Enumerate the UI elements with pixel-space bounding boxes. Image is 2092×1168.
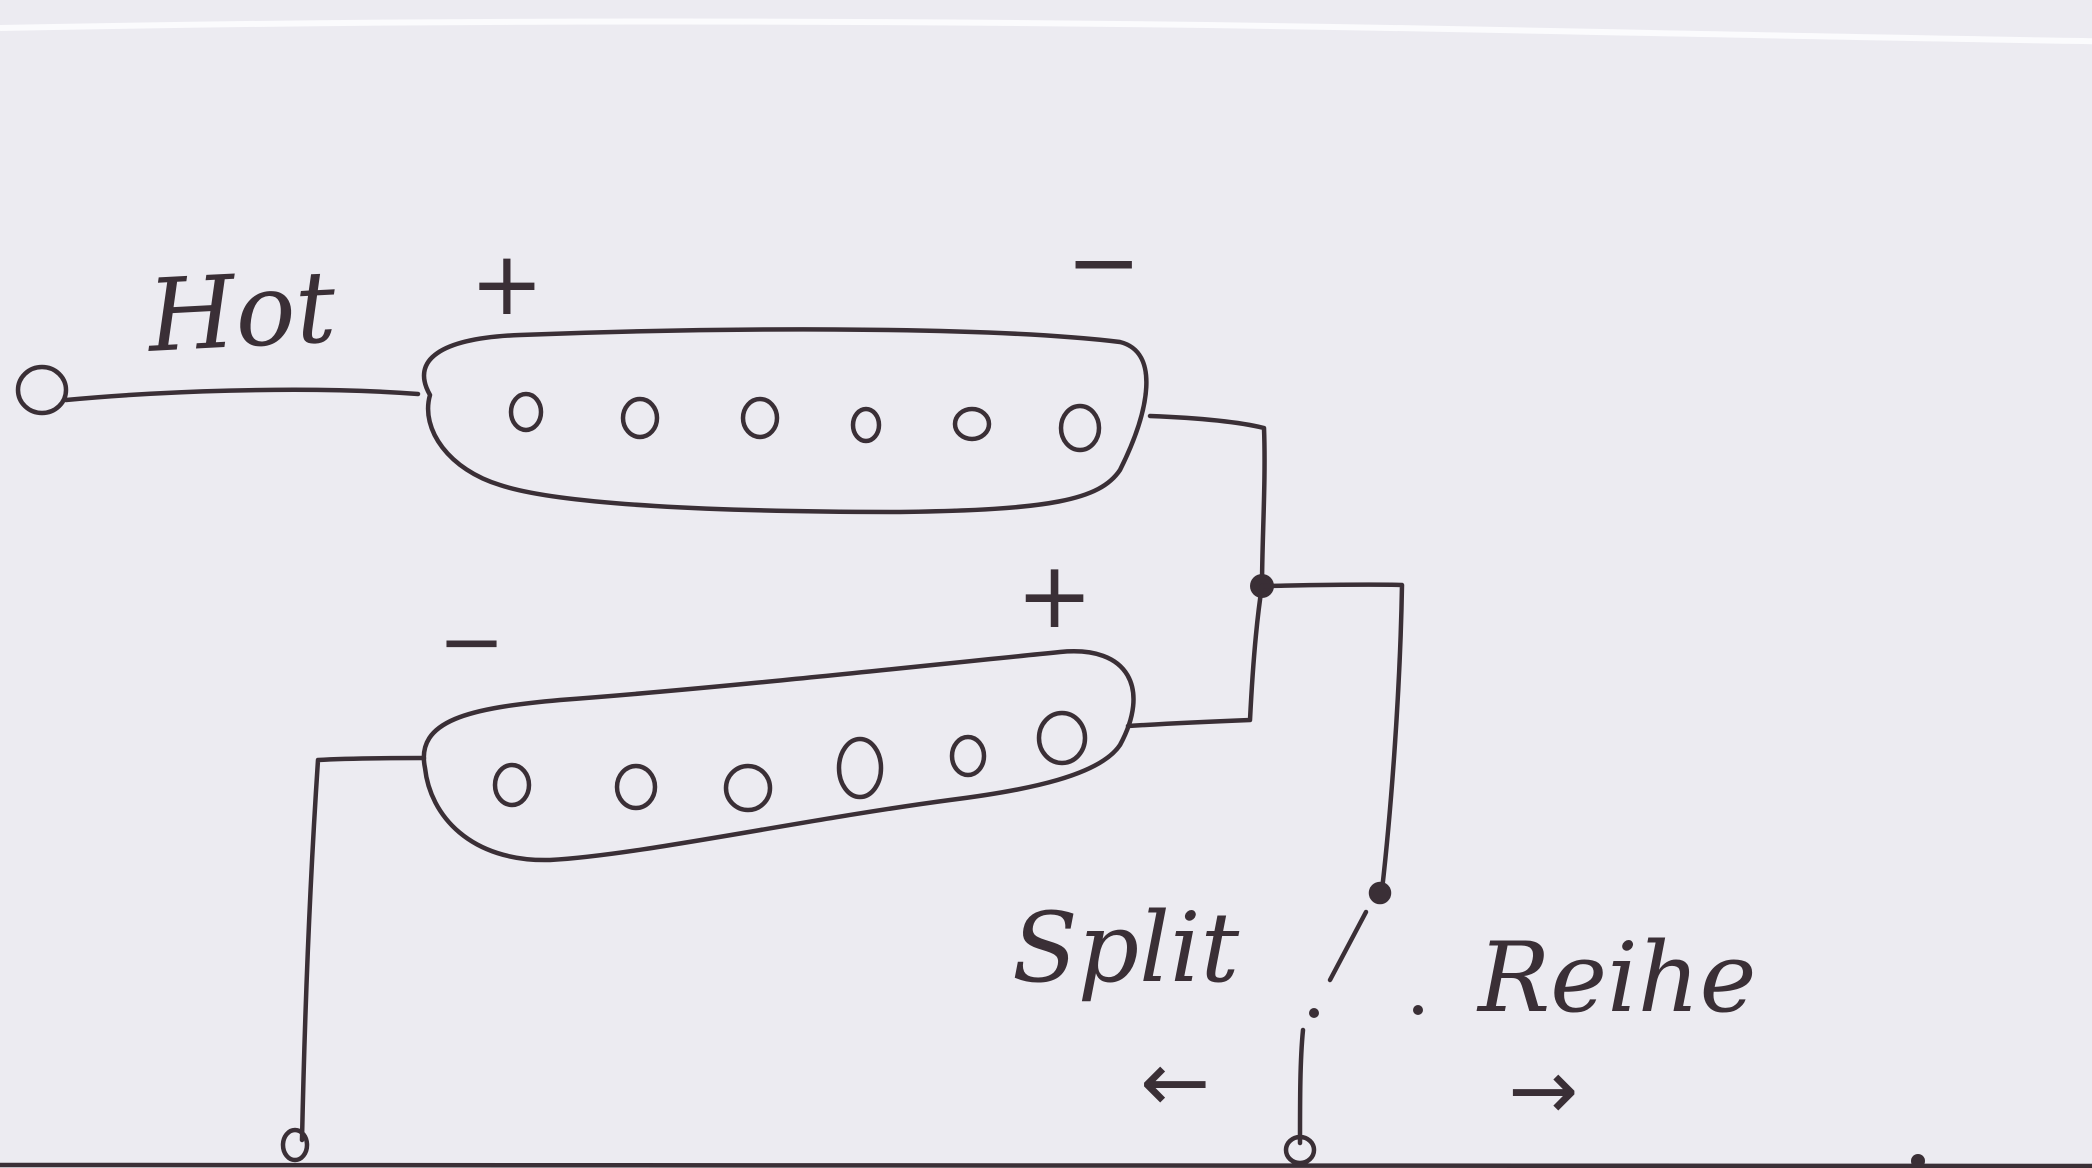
pole-piece	[850, 406, 882, 444]
pole-piece	[508, 391, 544, 433]
pole-piece	[949, 734, 987, 778]
arrow-left: ←	[1140, 1033, 1211, 1131]
pole-piece	[1036, 710, 1088, 766]
ground-rail	[0, 1159, 2092, 1168]
switch-split-contact	[1309, 1008, 1319, 1018]
bottom-coil-minus-mark: −	[438, 595, 506, 688]
pole-piece	[620, 396, 660, 440]
pole-piece	[723, 763, 773, 813]
pole-piece	[1058, 403, 1102, 453]
paper-edge	[0, 18, 2092, 45]
hot-output-terminal	[15, 364, 69, 416]
pole-piece	[952, 406, 992, 442]
bottom-coil-pole-pieces	[492, 710, 1088, 813]
hot-label: Hot	[145, 248, 339, 375]
switch-lever	[1327, 909, 1369, 983]
switch-common-contact	[1368, 881, 1392, 905]
ground-terminal-center	[1283, 1134, 1317, 1166]
bottom-coil-ground-wire	[299, 755, 427, 1143]
top-coil-pole-pieces	[508, 391, 1102, 453]
bottom-coil	[421, 649, 1136, 863]
junction-to-switch-wire	[1259, 582, 1405, 893]
ground-terminal-left	[280, 1127, 310, 1163]
pole-piece	[836, 736, 884, 800]
top-coil-wire	[1147, 413, 1267, 589]
reihe-label: Reihe	[1478, 922, 1757, 1034]
switch-split-wire	[1297, 1027, 1306, 1146]
hot-wire	[63, 387, 421, 403]
junction-to-bottom-coil-wire	[1125, 583, 1265, 729]
bottom-coil-plus-mark: +	[1016, 542, 1094, 649]
pole-piece	[740, 396, 780, 440]
top-coil	[421, 327, 1149, 515]
arrow-right: →	[1508, 1041, 1579, 1139]
top-coil-plus-mark: +	[470, 232, 544, 335]
ground-terminal-right	[1911, 1154, 1925, 1168]
top-coil-minus-mark: −	[1066, 210, 1142, 315]
pole-piece	[614, 763, 658, 811]
switch-series-contact	[1413, 1005, 1423, 1015]
split-label: Split	[1012, 892, 1240, 1004]
pole-piece	[492, 762, 532, 808]
